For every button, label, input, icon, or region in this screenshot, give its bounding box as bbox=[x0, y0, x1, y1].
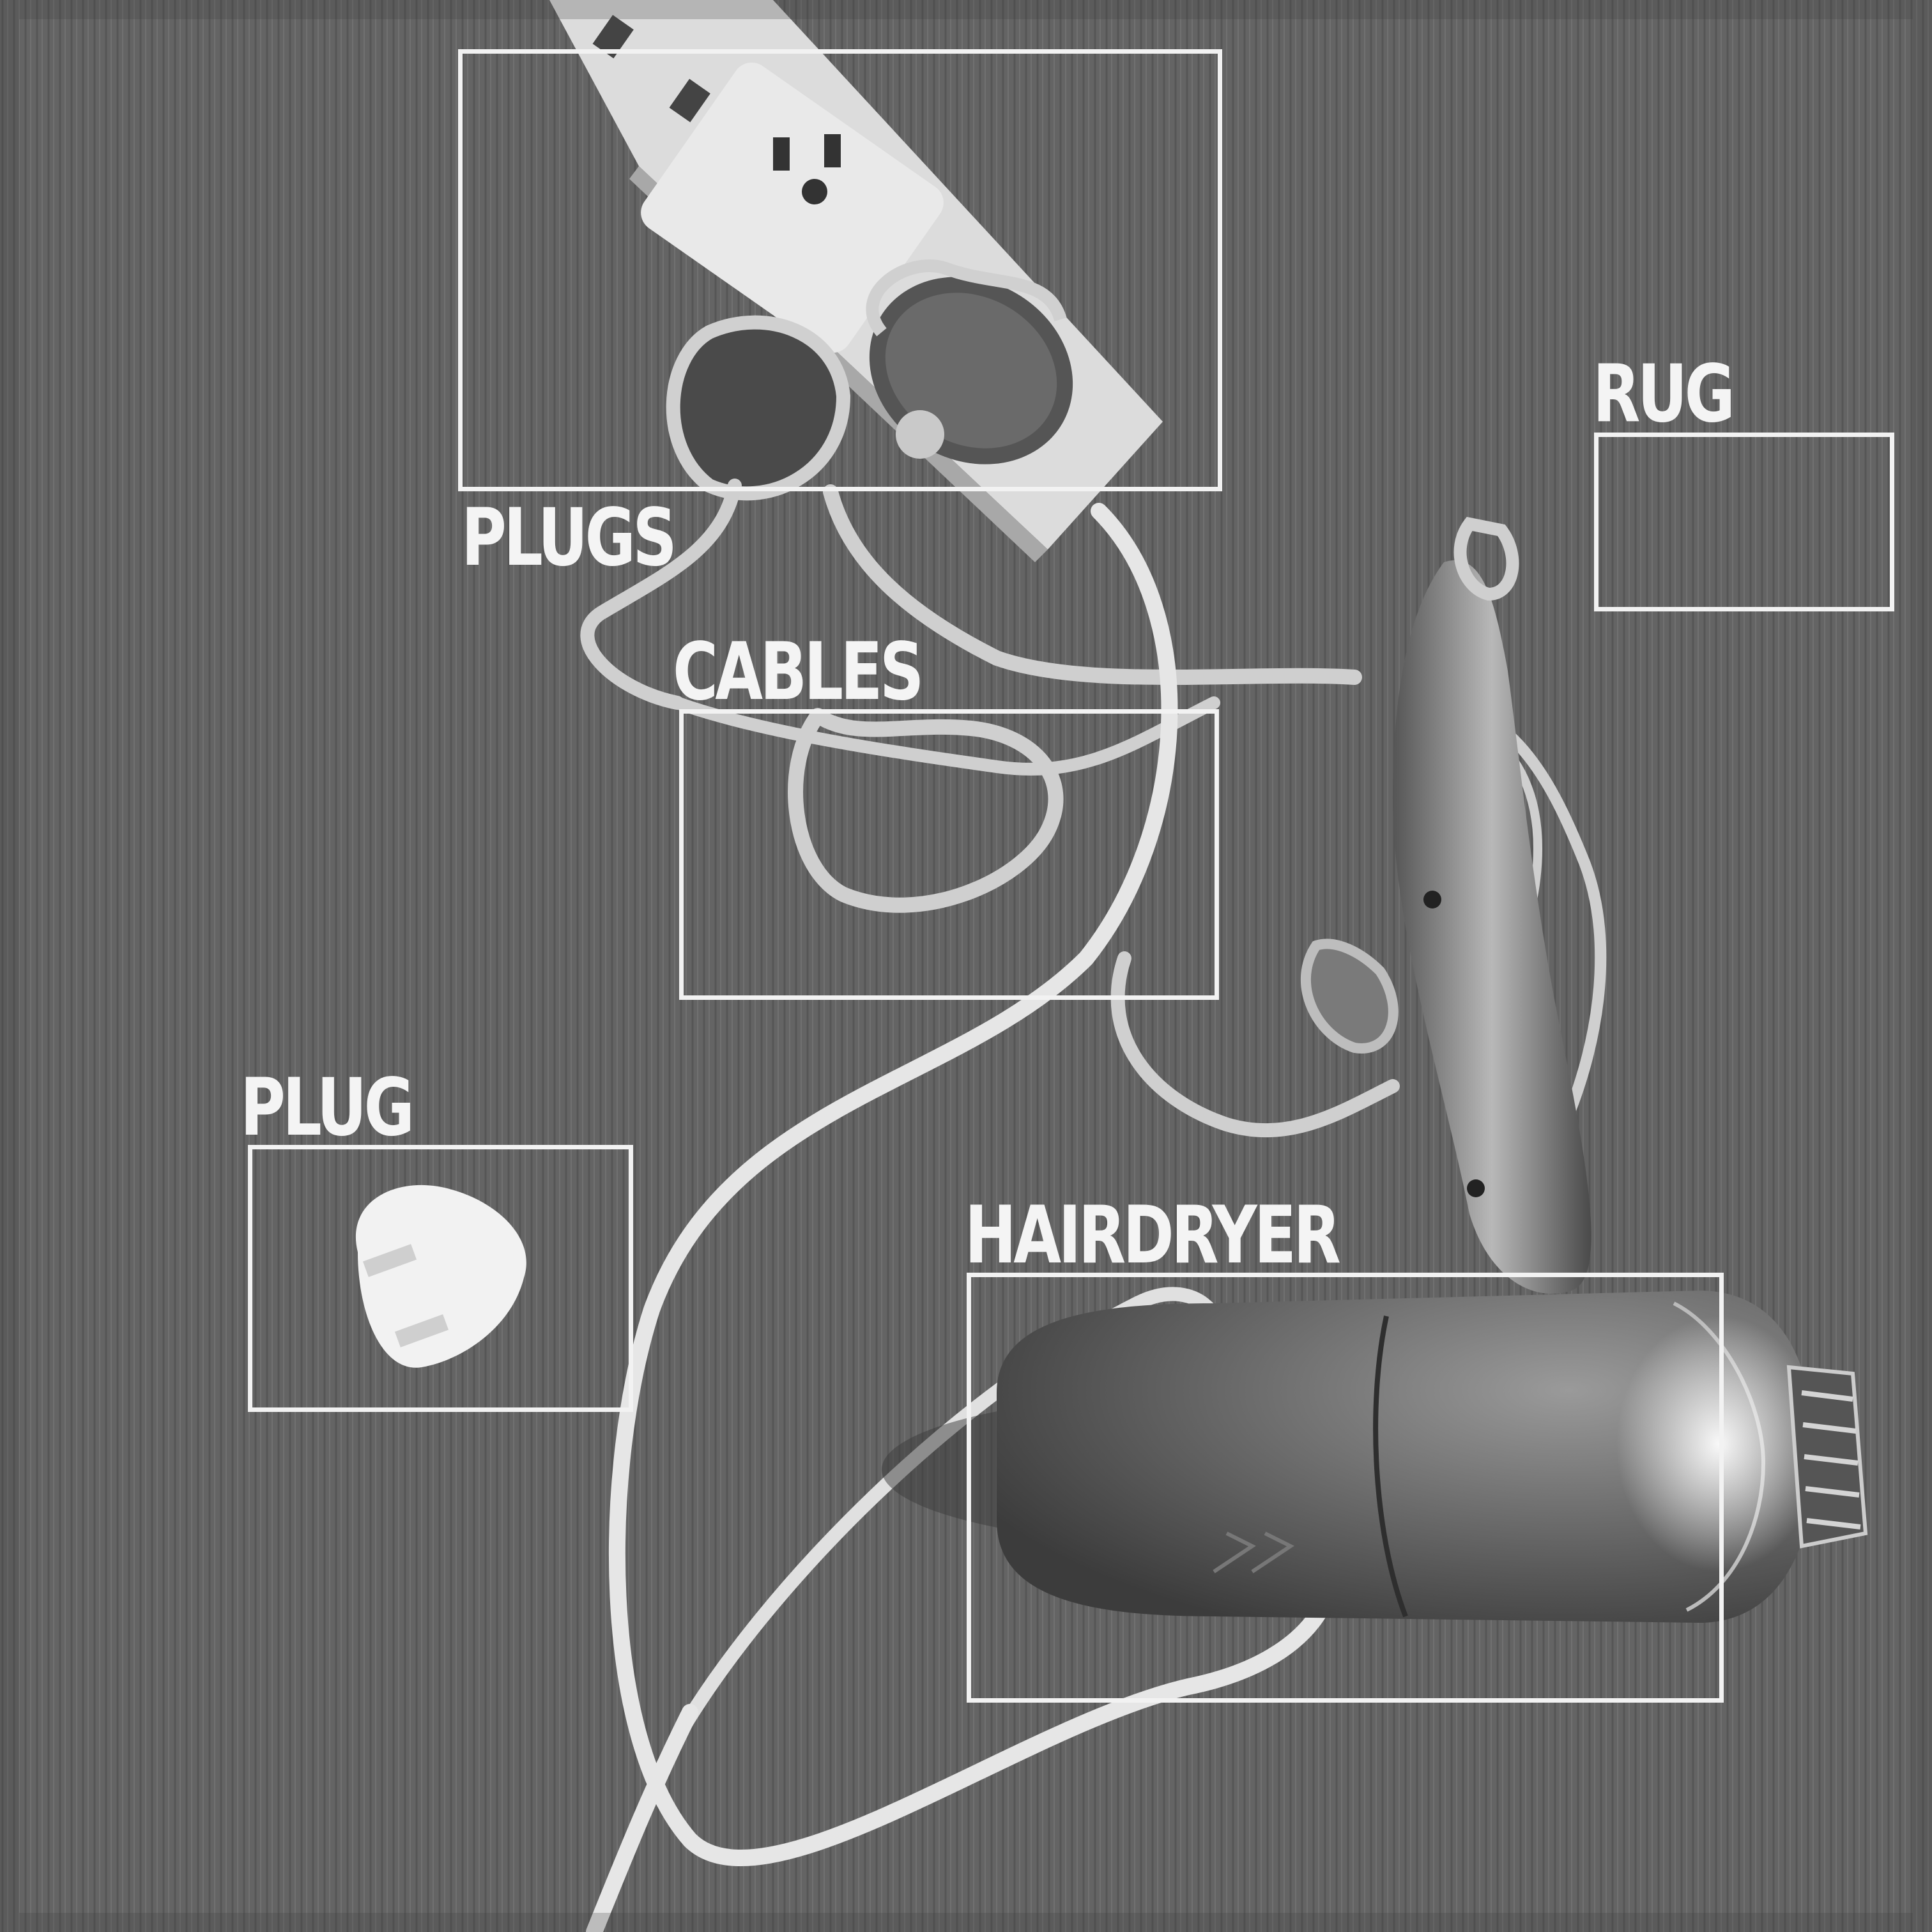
plugs-label: PLUGS bbox=[461, 492, 677, 584]
loose-plug bbox=[355, 1184, 526, 1368]
cables-label: CABLES bbox=[673, 626, 924, 718]
plug-box bbox=[248, 1145, 633, 1412]
plugged-plugs bbox=[666, 259, 1073, 501]
hairdryer-box bbox=[967, 1273, 1724, 1703]
hairdryer-label: HAIRDRYER bbox=[965, 1190, 1341, 1282]
rug-box bbox=[1594, 433, 1894, 611]
rug-label: RUG bbox=[1593, 348, 1735, 440]
cables-box bbox=[679, 709, 1219, 1000]
plugs-box bbox=[458, 49, 1222, 491]
plug-label: PLUG bbox=[240, 1062, 415, 1154]
hairdryer bbox=[882, 516, 1868, 1623]
white-power-cable bbox=[608, 503, 1339, 1867]
